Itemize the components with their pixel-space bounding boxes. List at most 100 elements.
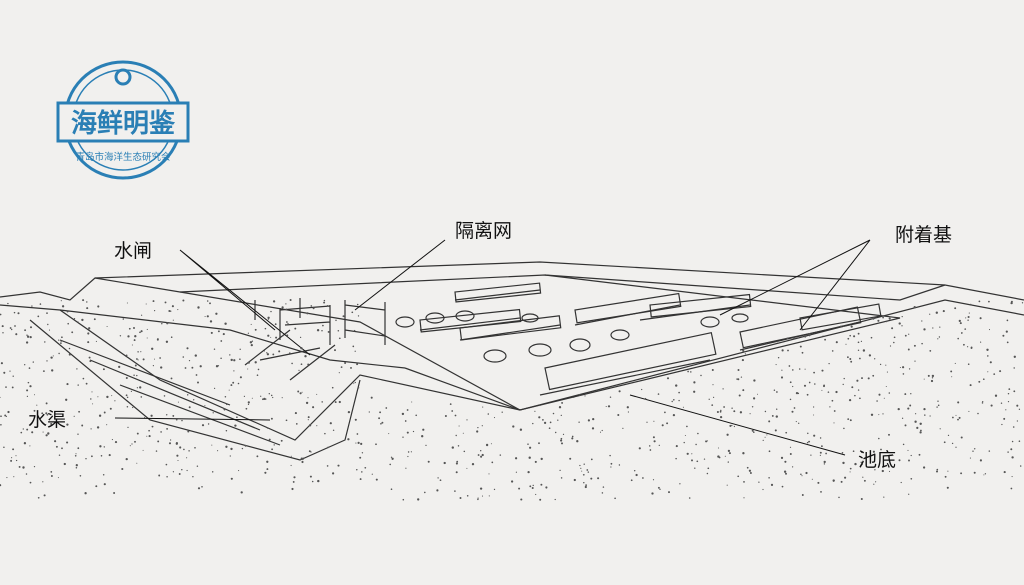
soil-dot xyxy=(947,470,949,472)
soil-dot xyxy=(775,415,778,418)
soil-dot xyxy=(847,356,849,359)
soil-dot xyxy=(527,470,530,474)
soil-dot xyxy=(1006,319,1009,322)
soil-dot xyxy=(439,479,442,482)
soil-dot xyxy=(897,407,900,411)
soil-dot xyxy=(935,470,939,473)
soil-dot xyxy=(311,480,314,483)
soil-dot xyxy=(172,319,174,321)
soil-dot xyxy=(88,356,91,359)
soil-dot xyxy=(103,446,106,448)
soil-dot xyxy=(657,486,660,489)
soil-dot xyxy=(321,330,323,332)
soil-dot xyxy=(584,485,587,489)
soil-dot xyxy=(965,317,967,319)
attachment-base-rows xyxy=(419,282,882,396)
soil-dot xyxy=(181,468,183,471)
soil-dot xyxy=(918,453,921,456)
soil-dot xyxy=(843,427,845,430)
soil-dot xyxy=(139,331,141,334)
soil-dot xyxy=(571,437,574,440)
soil-dot xyxy=(87,332,90,335)
soil-dot xyxy=(811,478,813,480)
soil-dot xyxy=(861,377,863,380)
soil-dot xyxy=(487,413,490,415)
soil-dot xyxy=(337,329,340,332)
soil-dot xyxy=(11,328,13,331)
soil-dot xyxy=(845,343,847,345)
soil-dot xyxy=(3,446,5,448)
soil-dot xyxy=(862,349,866,352)
soil-dot xyxy=(751,406,754,408)
soil-dot xyxy=(726,433,729,436)
soil-dot xyxy=(305,401,309,405)
label-pond-bottom: 池底 xyxy=(858,449,897,471)
soil-dot xyxy=(425,444,427,447)
soil-dot xyxy=(852,450,855,453)
soil-dot xyxy=(557,419,559,421)
soil-dot xyxy=(820,491,822,493)
soil-dot xyxy=(390,456,393,458)
soil-dot xyxy=(42,431,44,433)
soil-dot xyxy=(878,437,880,440)
soil-dot xyxy=(175,442,178,445)
soil-dot xyxy=(177,401,179,403)
soil-dot xyxy=(41,412,44,415)
soil-dot xyxy=(950,370,953,373)
soil-dot xyxy=(891,327,894,330)
soil-dot xyxy=(571,435,574,438)
soil-dot xyxy=(353,329,356,332)
soil-dot xyxy=(1019,465,1022,467)
soil-dot xyxy=(861,463,863,466)
soil-dot xyxy=(583,463,585,465)
soil-dot xyxy=(610,466,612,468)
soil-dot xyxy=(217,330,220,333)
soil-dot xyxy=(0,362,3,365)
soil-dot xyxy=(824,338,827,341)
soil-dot xyxy=(873,483,875,485)
soil-dot xyxy=(801,351,804,354)
soil-dot xyxy=(777,356,780,359)
soil-dot xyxy=(128,327,131,330)
soil-dot xyxy=(108,454,111,457)
soil-dot xyxy=(272,396,274,399)
soil-dot xyxy=(597,477,600,480)
soil-dot xyxy=(1008,388,1011,390)
soil-dot xyxy=(1016,404,1019,407)
soil-dot xyxy=(988,329,991,331)
soil-dot xyxy=(529,485,532,488)
soil-dot xyxy=(334,401,337,404)
soil-dot xyxy=(23,442,27,445)
soil-dot xyxy=(266,352,268,354)
soil-dot xyxy=(131,344,133,346)
soil-dot xyxy=(829,406,831,408)
soil-dot xyxy=(618,464,621,466)
soil-dot xyxy=(357,315,360,317)
soil-dot xyxy=(1005,330,1008,333)
soil-dot xyxy=(54,440,57,443)
soil-dot xyxy=(901,417,904,419)
near-berm xyxy=(0,304,521,441)
soil-dot xyxy=(142,358,145,361)
soil-dot xyxy=(924,414,926,416)
soil-dot xyxy=(844,476,847,479)
soil-dot xyxy=(239,358,241,360)
soil-dot xyxy=(354,418,357,421)
soil-dot xyxy=(1005,409,1007,411)
soil-dot xyxy=(666,422,669,425)
soil-dot xyxy=(22,466,25,469)
soil-dot xyxy=(520,498,523,501)
soil-dot xyxy=(466,419,468,421)
soil-dot xyxy=(960,436,963,439)
soil-dot xyxy=(136,432,139,435)
soil-dot xyxy=(888,470,891,472)
soil-dot xyxy=(780,456,784,460)
soil-dot xyxy=(9,327,12,329)
soil-dot xyxy=(225,403,228,406)
soil-dot xyxy=(1003,471,1006,474)
soil-dot xyxy=(883,397,885,399)
soil-dot xyxy=(225,445,228,448)
soil-dot xyxy=(560,439,563,442)
soil-dot xyxy=(114,441,118,444)
soil-dot xyxy=(39,303,42,305)
